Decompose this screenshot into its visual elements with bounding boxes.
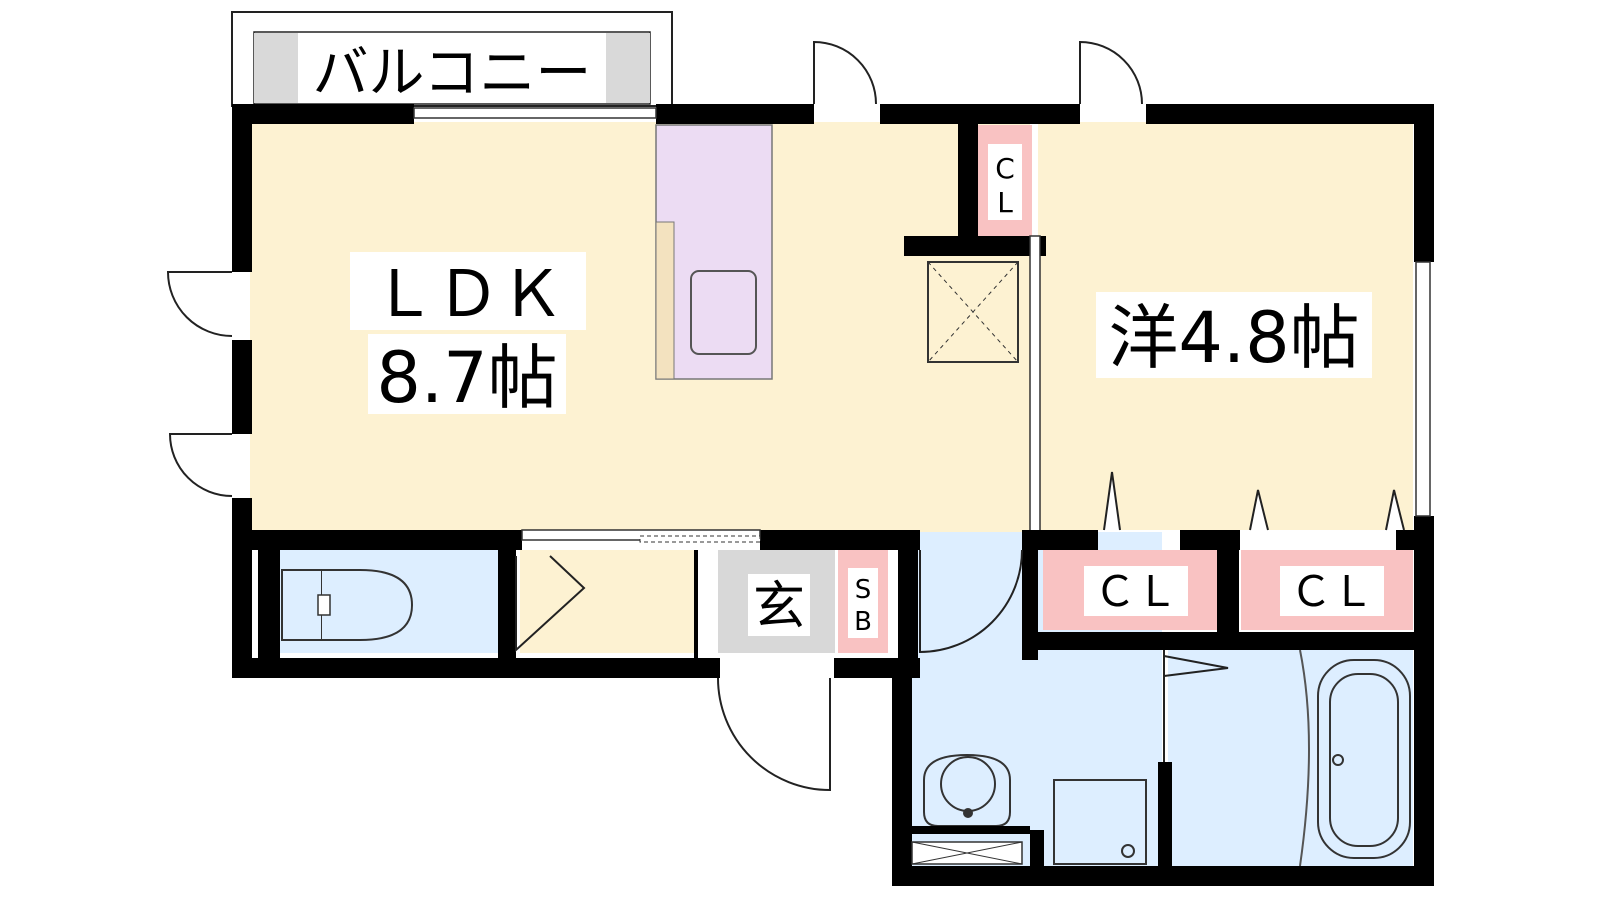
door-left-1[interactable] — [166, 271, 233, 337]
closet-right-text: ＣＬ — [1290, 567, 1374, 616]
window-western-room — [1415, 261, 1431, 517]
balcony: バルコニー — [231, 11, 673, 107]
door-toilet[interactable] — [515, 555, 586, 653]
door-bathroom[interactable] — [1163, 655, 1229, 677]
shoe-box-b: B — [854, 607, 872, 637]
shoe-box-label: S B — [848, 568, 878, 638]
closet-right-door-icon-1[interactable] — [1249, 489, 1269, 531]
closet-left-door-icon[interactable] — [1103, 471, 1121, 531]
closet-right-label: ＣＬ — [1280, 566, 1384, 616]
door-washroom[interactable] — [919, 549, 1023, 654]
toilet-icon — [281, 569, 414, 641]
closet-top-c: C — [995, 152, 1015, 185]
closet-top-l: L — [997, 186, 1013, 219]
balcony-label: バルコニー — [313, 41, 592, 106]
washing-machine-space — [1053, 779, 1147, 865]
hallway-floor — [520, 550, 695, 653]
kitchen-counter — [655, 124, 773, 380]
bathtub-icon — [1299, 649, 1411, 867]
entrance-text: 玄 — [753, 577, 805, 637]
western-room-label: 洋4.8帖 — [1096, 292, 1372, 379]
door-left-2[interactable] — [168, 433, 233, 497]
closet-left-label: ＣＬ — [1084, 566, 1188, 616]
sink-icon — [690, 270, 757, 355]
closet-left-text: ＣＬ — [1094, 567, 1178, 616]
ldk-name: ＬＤＫ — [372, 258, 564, 332]
western-room-name: 洋4.8帖 — [1108, 297, 1359, 379]
door-entrance[interactable] — [717, 677, 831, 792]
entrance-label: 玄 — [748, 574, 810, 637]
closet-top-label: C L — [988, 144, 1022, 220]
ldk-label: ＬＤＫ 8.7帖 — [350, 252, 586, 419]
walls — [232, 104, 1434, 886]
ldk-size: 8.7帖 — [376, 337, 557, 419]
closet-right-door-icon-2[interactable] — [1385, 489, 1405, 531]
door-top-2[interactable] — [1079, 40, 1143, 105]
washbasin-icon — [923, 753, 1011, 827]
refrigerator-space — [927, 261, 1019, 363]
shoe-box-s: S — [855, 575, 872, 605]
door-top-1[interactable] — [813, 40, 877, 105]
